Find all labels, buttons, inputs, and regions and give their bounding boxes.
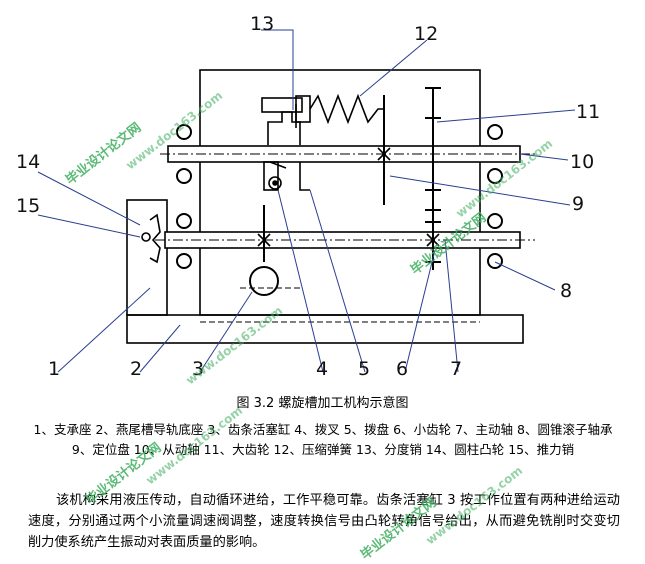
- part-number: 3: [192, 358, 204, 380]
- drive-shaft: [155, 231, 535, 249]
- watermark: www.doc163.com: [183, 303, 285, 387]
- part-number: 1: [48, 358, 60, 380]
- body-paragraph: 该机构采用液压传动，自动循环进给，工作平稳可靠。齿条活塞缸 3 按工作位置有两种…: [28, 493, 620, 550]
- shift-fork: [263, 161, 310, 191]
- part-number: 14: [16, 151, 40, 173]
- part-number: 5: [358, 358, 370, 380]
- figure-legend: 1、支承座 2、燕尾槽导轨底座 3、齿条活塞缸 4、拨叉 5、拨盘 6、小齿轮 …: [33, 422, 613, 457]
- compression-spring: [295, 93, 384, 128]
- part-number: 8: [560, 280, 572, 302]
- locating-disc: [377, 95, 391, 205]
- part-number: 15: [16, 195, 40, 217]
- index-pin: [261, 97, 303, 145]
- part-number: 10: [570, 151, 594, 173]
- part-number: 6: [396, 358, 408, 380]
- mechanism-diagram: 13 12 11 10 9 8 7 6 5 4 3 2 1 14 15 毕业设计…: [16, 13, 600, 387]
- text-watermarks: 毕业设计论文网 www.doc163.com 毕业设计论文网 www.doc16…: [83, 403, 526, 564]
- part-number: 7: [450, 358, 462, 380]
- cylindrical-cam: [141, 213, 161, 264]
- leader-lines: [37, 29, 576, 373]
- part-number: 11: [576, 101, 600, 123]
- driven-shaft: [160, 145, 535, 163]
- machine-frame: [126, 69, 524, 344]
- rack-gear: [240, 205, 300, 296]
- bearings: [176, 124, 503, 269]
- part-number: 13: [250, 13, 274, 35]
- watermark: www.doc163.com: [423, 463, 525, 547]
- part-number: 9: [572, 193, 584, 215]
- part-number: 12: [414, 23, 438, 45]
- part-number-labels: 13 12 11 10 9 8 7 6 5 4 3 2 1 14 15: [16, 13, 600, 380]
- figure-caption: 图 3.2 螺旋槽加工机构示意图: [236, 396, 409, 411]
- watermark: 毕业设计论文网: [358, 495, 440, 564]
- large-gear: [425, 87, 441, 211]
- part-number: 4: [316, 358, 328, 380]
- part-number: 2: [130, 358, 142, 380]
